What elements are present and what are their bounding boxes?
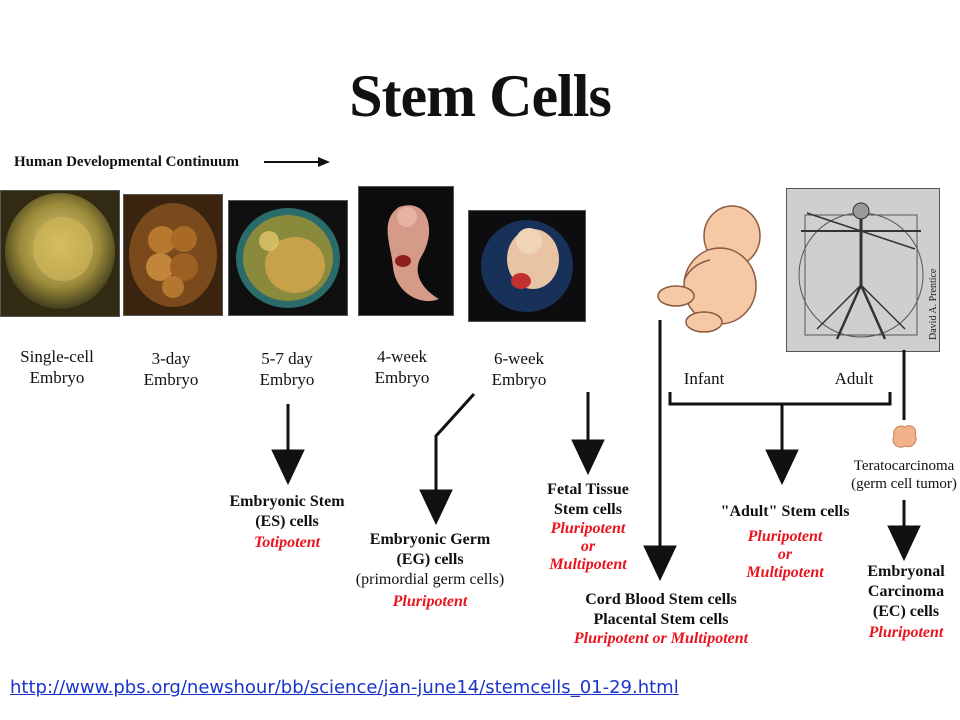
- continuum-label: Human Developmental Continuum: [14, 154, 240, 170]
- ec-line1: Embryonal: [867, 563, 945, 580]
- outcome-fetal: Fetal Tissue Stem cells Pluripotent or M…: [534, 480, 642, 574]
- ec-potency: Pluripotent: [868, 624, 944, 641]
- es-line1: Embryonic Stem: [229, 493, 345, 510]
- 5-7-day-embryo-image: [228, 200, 348, 316]
- page-title: Stem Cells: [349, 63, 612, 129]
- eg-line1: Embryonic Germ: [369, 531, 491, 548]
- adult-potency1: Pluripotent: [747, 528, 823, 545]
- fetal-potency2: or: [580, 538, 596, 555]
- cord-line2: Placental Stem cells: [593, 611, 729, 628]
- outcome-ec: Embryonal Carcinoma (EC) cells Pluripote…: [856, 562, 956, 642]
- source-link[interactable]: http://www.pbs.org/newshour/bb/science/j…: [10, 677, 679, 698]
- 3-day-embryo-image: [123, 194, 223, 316]
- cord-potency: Pluripotent or Multipotent: [573, 630, 749, 647]
- label-5-7-day: 5-7 day Embryo: [259, 349, 315, 389]
- label-adult: Adult: [834, 369, 874, 388]
- es-line2: (ES) cells: [255, 513, 319, 530]
- outcome-cord: Cord Blood Stem cells Placental Stem cel…: [566, 590, 756, 648]
- single-cell-embryo-image: [0, 190, 120, 317]
- outcome-eg: Embryonic Germ (EG) cells (primordial ge…: [340, 530, 520, 611]
- fetal-line2: Stem cells: [554, 501, 622, 518]
- image-signature: David A. Prentice: [928, 268, 939, 340]
- eg-line2: (EG) cells: [396, 551, 464, 568]
- teratocarcinoma-line1: Teratocarcinoma: [853, 458, 955, 474]
- eg-note: (primordial germ cells): [355, 571, 505, 588]
- teratocarcinoma-label: Teratocarcinoma (germ cell tumor): [840, 457, 960, 493]
- adult-potency3: Multipotent: [746, 564, 824, 581]
- ec-line2: Carcinoma: [867, 583, 945, 600]
- label-single-cell: Single-cell Embryo: [20, 347, 94, 387]
- label-6-week: 6-week Embryo: [491, 349, 547, 389]
- adult-potency2: or: [777, 546, 793, 563]
- tumor-icon: [892, 425, 917, 448]
- label-infant: Infant: [683, 369, 725, 388]
- 6-week-embryo-image: [468, 210, 586, 322]
- outcome-adult: "Adult" Stem cells Pluripotent or Multip…: [700, 502, 870, 582]
- ec-line3: (EC) cells: [872, 603, 940, 620]
- label-3-day: 3-day Embryo: [143, 349, 199, 389]
- infant-image: [657, 205, 761, 333]
- adult-line1: "Adult" Stem cells: [720, 503, 850, 520]
- cord-line1: Cord Blood Stem cells: [585, 591, 737, 608]
- 4-week-embryo-image: [358, 186, 454, 316]
- eg-potency: Pluripotent: [392, 593, 468, 610]
- fetal-potency1: Pluripotent: [550, 520, 626, 537]
- outcome-es: Embryonic Stem (ES) cells Totipotent: [212, 492, 362, 552]
- continuum-arrow-icon: [264, 157, 330, 167]
- teratocarcinoma-line2: (germ cell tumor): [851, 476, 957, 492]
- fetal-potency3: Multipotent: [549, 556, 627, 573]
- es-potency: Totipotent: [253, 534, 321, 551]
- label-4-week: 4-week Embryo: [374, 347, 430, 387]
- adult-vitruvian-image: [786, 188, 940, 352]
- fetal-line1: Fetal Tissue: [547, 481, 629, 498]
